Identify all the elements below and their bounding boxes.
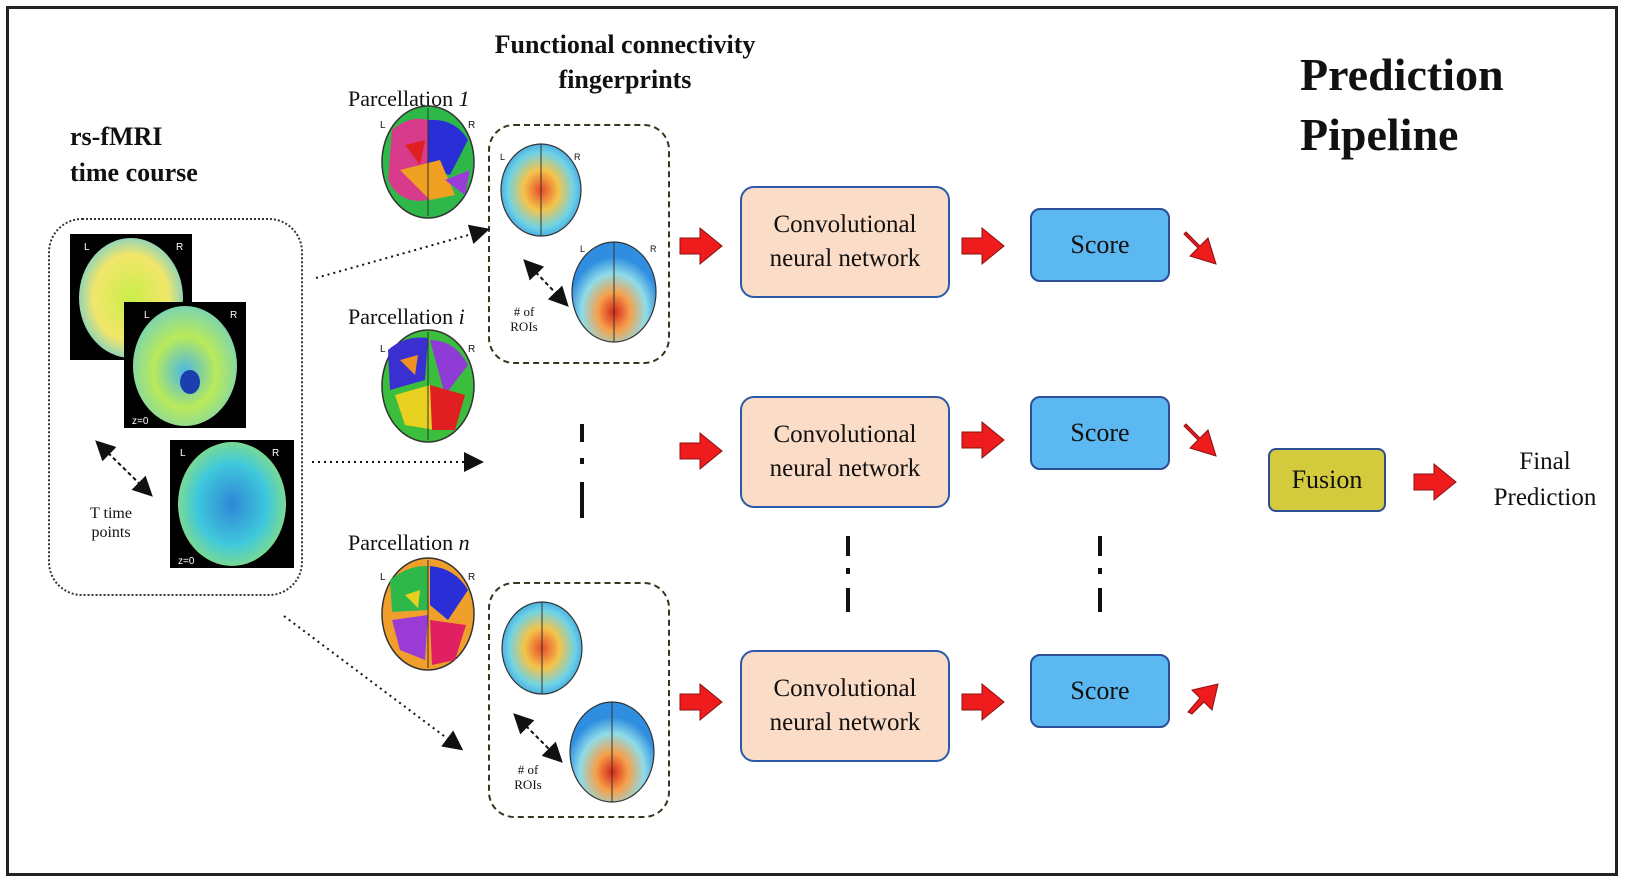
svg-text:L: L <box>180 448 186 459</box>
svg-text:L: L <box>500 152 505 162</box>
svg-text:L: L <box>380 344 386 355</box>
arrow-fp-cnn-bot <box>679 682 723 722</box>
fmri-slice-3: L R z=0 <box>170 440 294 568</box>
svg-text:R: R <box>468 344 475 355</box>
pipeline-title-line1: Prediction <box>1300 49 1504 100</box>
roi-double-arrow-top <box>523 259 569 307</box>
svg-text:R: R <box>272 448 279 459</box>
parcellation-label-1: Parcellation 1 <box>348 86 470 111</box>
fusion-box: Fusion <box>1268 448 1386 512</box>
fingerprint-brain-bottom-1 <box>501 601 583 695</box>
parcellation-brain-1 <box>381 105 475 219</box>
connector-top <box>315 224 490 279</box>
svg-text:R: R <box>468 120 475 131</box>
svg-text:R: R <box>468 572 475 583</box>
arrow-score-fusion-top <box>1183 231 1217 265</box>
fingerprint-container-bottom <box>488 582 670 818</box>
svg-text:L: L <box>84 242 90 253</box>
svg-text:L: L <box>144 310 150 321</box>
svg-text:R: R <box>574 152 581 162</box>
arrow-cnn-score-top <box>961 226 1005 266</box>
rsfmri-container <box>48 218 303 596</box>
fingerprint-brain-top-2 <box>571 241 657 343</box>
fmri-slice-2: L R z=0 <box>124 302 246 428</box>
rsfmri-heading-line2: time course <box>70 158 198 187</box>
fingerprint-brain-top-1 <box>500 143 582 237</box>
score-box-bottom: Score <box>1030 654 1170 728</box>
arrow-score-fusion-bot <box>1187 683 1219 715</box>
parcellation-brain-n <box>381 557 475 671</box>
fingerprint-brain-bottom-2 <box>569 701 655 803</box>
roi-label-bottom: # of ROIs <box>514 762 542 792</box>
arrow-cnn-score-bot <box>961 682 1005 722</box>
pipeline-title-line2: Pipeline <box>1300 109 1459 160</box>
roi-double-arrow-bottom <box>513 713 563 763</box>
connector-bottom <box>283 615 464 751</box>
svg-text:R: R <box>230 310 237 321</box>
rsfmri-heading-line1: rs-fMRI <box>70 122 163 151</box>
svg-text:R: R <box>650 244 657 254</box>
roi-label-top: # of ROIs <box>510 304 538 334</box>
fingerprints-heading-line2: fingerprints <box>558 65 692 94</box>
time-points-label: T time points <box>90 505 132 541</box>
final-prediction-label: Final Prediction <box>1493 448 1597 511</box>
parcellation-brain-i <box>381 329 475 443</box>
arrow-cnn-score-mid <box>961 420 1005 460</box>
arrow-fp-cnn-mid <box>679 431 723 471</box>
svg-text:L: L <box>380 572 386 583</box>
fingerprint-container-top <box>488 124 670 364</box>
score-box-middle: Score <box>1030 396 1170 470</box>
time-double-arrow <box>95 440 153 497</box>
svg-text:z=0: z=0 <box>132 416 149 427</box>
parcellation-label-n: Parcellation n <box>348 530 470 555</box>
arrow-score-fusion-mid <box>1183 423 1217 457</box>
svg-text:R: R <box>176 242 183 253</box>
red-arrows <box>679 226 1457 722</box>
svg-text:L: L <box>580 244 585 254</box>
parcellation-label-i: Parcellation i <box>348 304 465 329</box>
svg-text:L: L <box>380 120 386 131</box>
arrow-fusion-final <box>1413 462 1457 502</box>
figure-frame <box>6 6 1618 876</box>
svg-text:z=0: z=0 <box>178 556 195 567</box>
fingerprints-heading-line1: Functional connectivity <box>494 30 756 59</box>
score-box-top: Score <box>1030 208 1170 282</box>
arrow-fp-cnn-top <box>679 226 723 266</box>
